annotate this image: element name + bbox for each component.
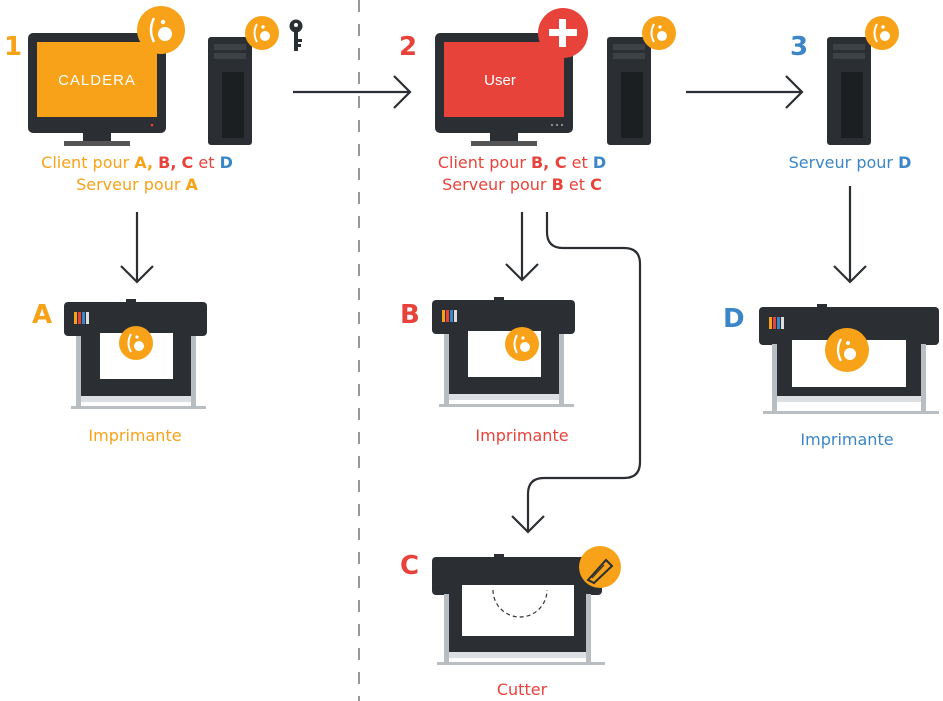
step-number-1: 1 [4, 32, 23, 62]
plus-icon [538, 8, 588, 58]
caldera-logo-icon [137, 6, 185, 54]
device-letter-c: C [400, 551, 420, 581]
device-letter-b: B [400, 300, 420, 330]
printer-d [759, 304, 939, 414]
printer-a [64, 299, 207, 409]
caption-station-3: Serveur pour D [760, 152, 940, 174]
device-label-b: Imprimante [475, 426, 569, 445]
arrow-right-icon [686, 75, 804, 109]
device-letter-a: A [32, 300, 53, 330]
screen-text-1: CALDERA [58, 72, 136, 89]
arrow-right-icon [293, 75, 412, 109]
arrow-down-icon [833, 186, 867, 284]
caption-3-line-1: Serveur pour D [788, 153, 912, 172]
arrow-down-icon [120, 212, 154, 284]
key-icon [289, 19, 303, 51]
server-tower-1 [208, 37, 252, 145]
server-tower-3 [827, 37, 871, 145]
device-label-c: Cutter [496, 680, 548, 699]
caption-station-2: Client pour B, C et D Serveur pour B et … [412, 152, 632, 196]
server-tower-2 [607, 37, 651, 145]
printer-b [432, 297, 575, 407]
caption-2-line-1: Client pour B, C et D [437, 153, 607, 172]
knife-icon [579, 546, 621, 588]
screen-text-2: User [484, 72, 516, 89]
step-number-2: 2 [399, 32, 418, 62]
monitor-1: CALDERA [28, 33, 166, 146]
device-label-a: Imprimante [88, 426, 182, 445]
caption-station-1: Client pour A, B, C et D Serveur pour A [10, 152, 264, 196]
caption-1-line-2: Serveur pour A [76, 175, 198, 194]
device-label-d: Imprimante [800, 430, 894, 449]
monitor-2: User [435, 33, 573, 146]
cutter-c [432, 554, 605, 665]
caldera-logo-icon [642, 16, 676, 50]
step-number-3: 3 [790, 32, 809, 62]
caption-2-line-2: Serveur pour B et C [442, 175, 602, 194]
caldera-logo-icon [865, 16, 899, 50]
caldera-logo-icon [245, 16, 279, 50]
caption-1-line-1: Client pour A, B, C et D [41, 153, 233, 172]
arrow-down-icon [505, 212, 539, 282]
device-letter-d: D [723, 304, 745, 334]
arrow-routed-to-cutter [511, 212, 642, 534]
